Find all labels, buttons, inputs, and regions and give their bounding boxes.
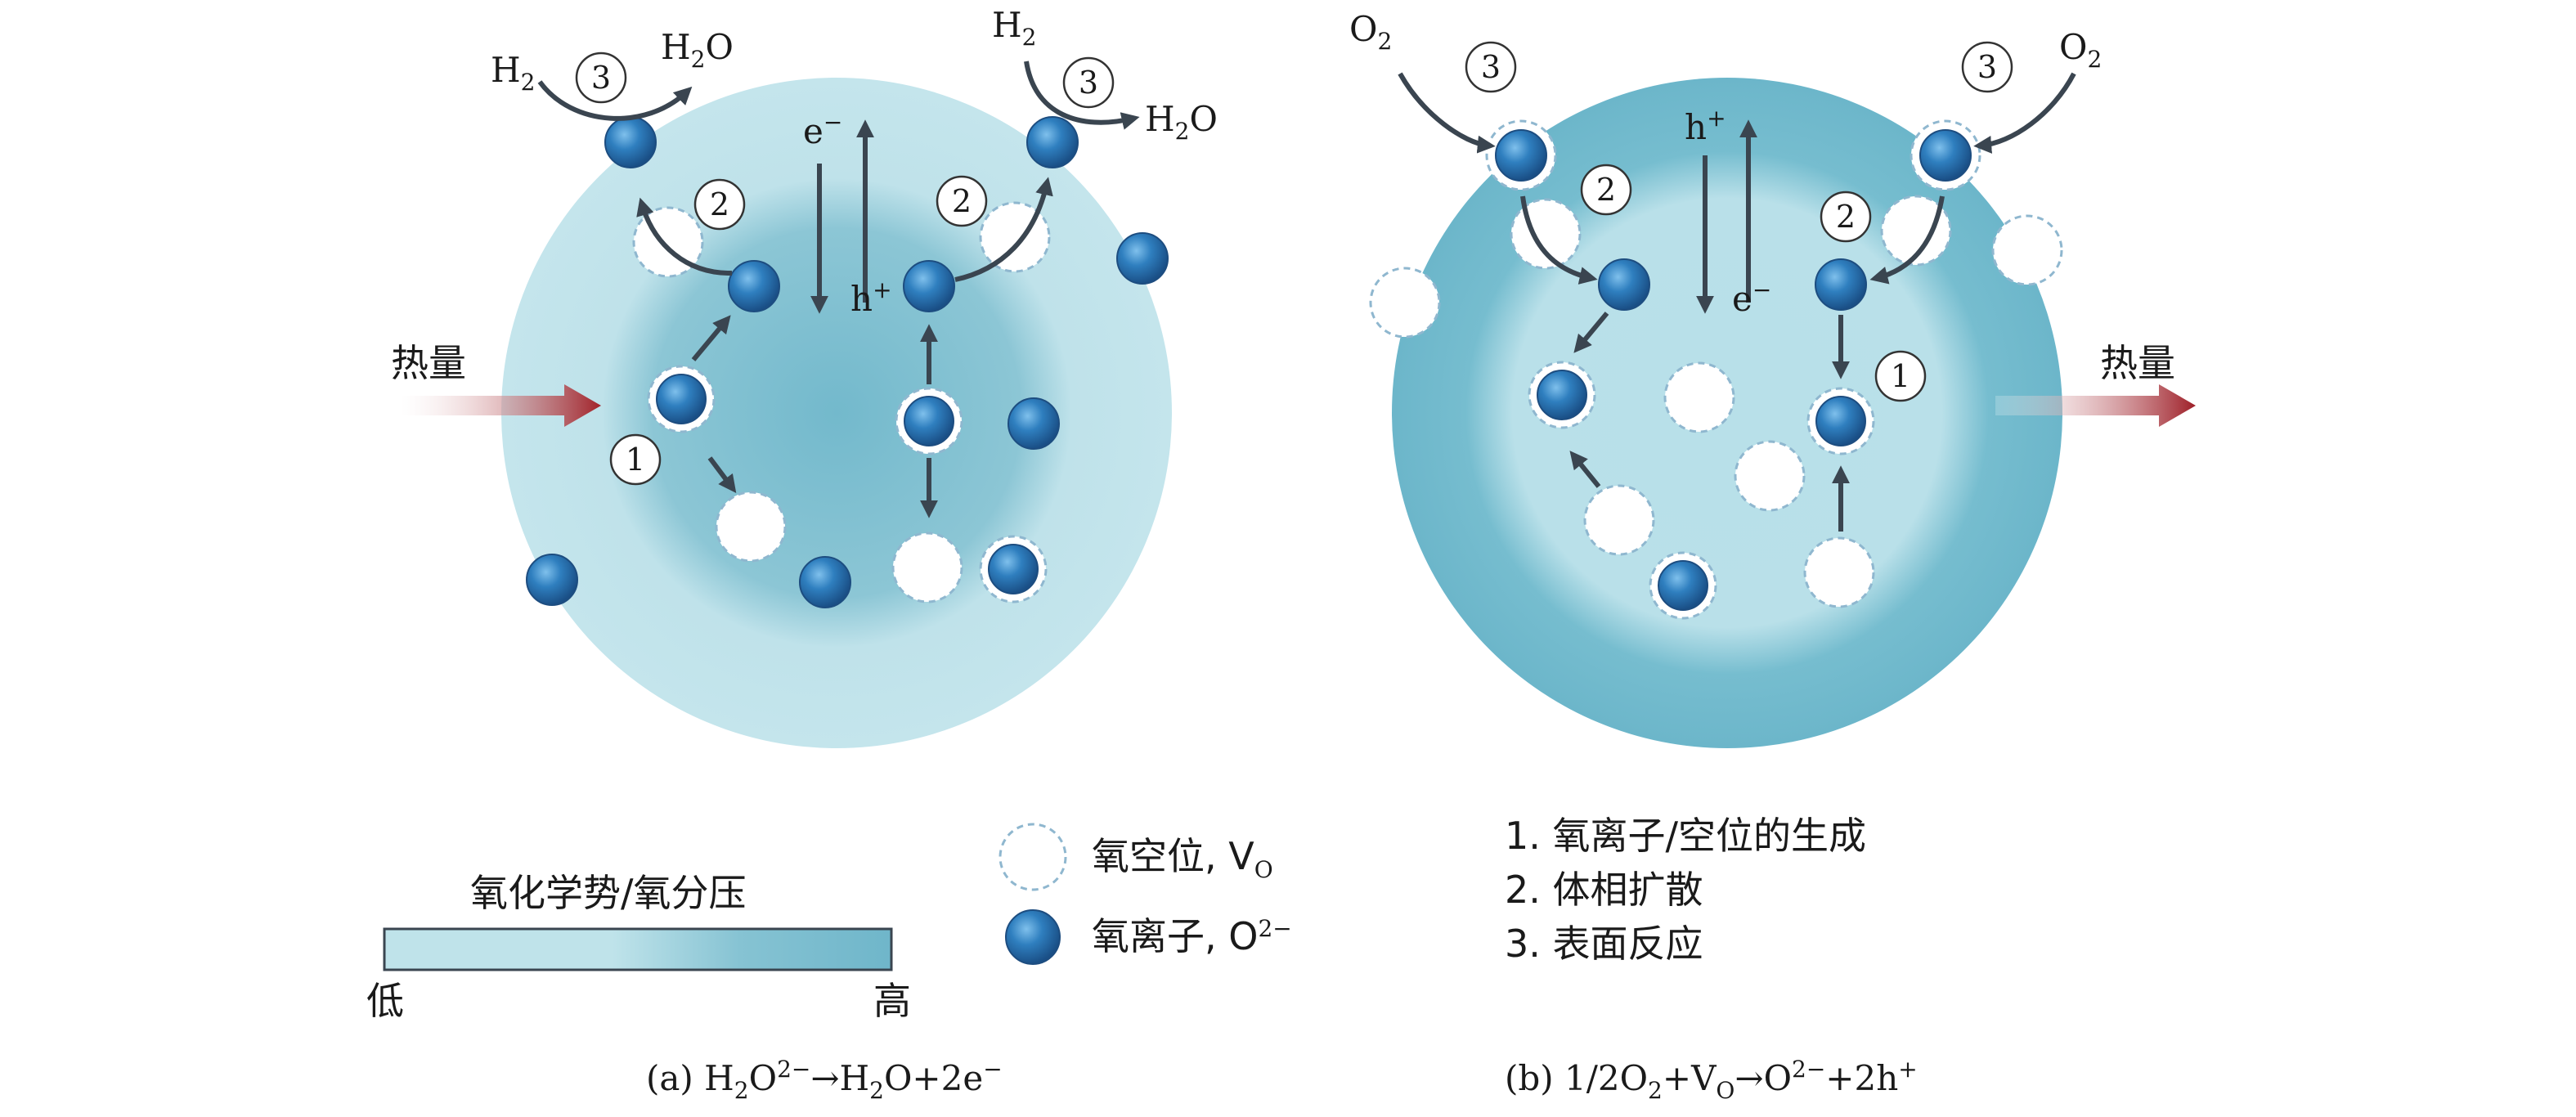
caption-a: (a) H2O2−→H2O+2e− bbox=[646, 1056, 1003, 1104]
panel-a: 热量 bbox=[391, 5, 1218, 1104]
o2-right: O2 bbox=[2059, 27, 2102, 73]
vacancy bbox=[1803, 536, 1875, 608]
vacancy bbox=[1663, 361, 1735, 433]
electron-label-b: e− bbox=[1732, 276, 1771, 319]
oxygen-ion bbox=[1598, 258, 1650, 311]
oxygen-ion bbox=[1116, 232, 1169, 285]
vacancy bbox=[715, 491, 787, 563]
step-list-item-1: 1. 氧离子/空位的生成 bbox=[1505, 814, 1866, 858]
h2-left: H2 bbox=[491, 50, 535, 96]
colorbar-title: 氧化学势/氧分压 bbox=[470, 871, 747, 915]
caption-b: (b) 1/2O2+VO→O2−+2h+ bbox=[1505, 1056, 1918, 1104]
ions-a bbox=[526, 116, 1169, 608]
step-three-label: 3 bbox=[1481, 49, 1501, 85]
h2o-left: H2O bbox=[661, 27, 734, 73]
oxygen-ion bbox=[1658, 560, 1708, 611]
heat-label-a: 热量 bbox=[391, 341, 466, 385]
vacancies-b bbox=[1369, 195, 2063, 608]
oxygen-ion bbox=[988, 544, 1039, 594]
oxygen-ion bbox=[604, 116, 657, 168]
colorbar: 氧化学势/氧分压 低 高 bbox=[366, 871, 911, 1023]
colorbar-gradient bbox=[383, 927, 893, 971]
oxygen-ion bbox=[1815, 258, 1867, 311]
step-markers-b: 3 3 2 2 1 bbox=[1465, 41, 2013, 402]
hole-label-a: h+ bbox=[850, 276, 892, 319]
panel-b: 热量 bbox=[1349, 9, 2196, 1104]
legend-vacancy-label: 氧空位, VO bbox=[1092, 834, 1273, 883]
step-three-label: 3 bbox=[591, 60, 611, 96]
heat-arrow-out bbox=[1995, 384, 2196, 427]
step-list-item-2: 2. 体相扩散 bbox=[1505, 868, 1703, 912]
oxygen-ion bbox=[904, 396, 954, 446]
oxygen-ion bbox=[526, 554, 578, 606]
oxygen-ion bbox=[1537, 370, 1587, 420]
oxygen-ion bbox=[656, 374, 707, 424]
legend-ion-label: 氧离子, O2− bbox=[1092, 914, 1292, 958]
oxygen-ion bbox=[1495, 129, 1547, 182]
oxygen-ion bbox=[728, 260, 780, 312]
oxygen-ion bbox=[1815, 396, 1866, 446]
legend-ion-swatch bbox=[1005, 909, 1061, 965]
oxygen-ion bbox=[1919, 129, 1972, 182]
step-markers-a: 3 2 2 3 1 bbox=[575, 52, 1115, 486]
step-two-label: 2 bbox=[710, 186, 729, 222]
oxygen-ion bbox=[799, 556, 851, 608]
h2-right: H2 bbox=[992, 5, 1036, 51]
legend: 氧空位, VO 氧离子, O2− bbox=[999, 823, 1292, 965]
vacancy bbox=[1880, 195, 1952, 267]
arrows-a bbox=[537, 61, 1140, 518]
step-two-label: 2 bbox=[1596, 172, 1616, 208]
vacancy bbox=[1583, 484, 1655, 556]
oxygen-ion bbox=[1008, 397, 1060, 450]
ions-b bbox=[1485, 119, 1981, 620]
vacancy bbox=[1369, 267, 1441, 339]
step-two-label: 2 bbox=[952, 183, 972, 219]
particle-a bbox=[501, 78, 1172, 748]
heat-label-b: 热量 bbox=[2100, 341, 2175, 385]
step-two-label: 2 bbox=[1836, 199, 1856, 235]
step-list-item-3: 3. 表面反应 bbox=[1505, 922, 1703, 966]
legend-vacancy-swatch bbox=[999, 823, 1067, 891]
step-three-label: 3 bbox=[1977, 49, 1997, 85]
colorbar-high: 高 bbox=[873, 979, 911, 1023]
vacancy bbox=[1991, 214, 2063, 286]
step-one-label: 1 bbox=[1891, 358, 1910, 394]
colorbar-low: 低 bbox=[366, 979, 404, 1023]
vacancy bbox=[1734, 440, 1806, 512]
oxygen-ion bbox=[903, 260, 955, 312]
electron-label-a: e− bbox=[803, 109, 842, 151]
vacancy bbox=[891, 532, 963, 603]
heat-arrow-in bbox=[401, 384, 601, 427]
step-list: 1. 氧离子/空位的生成 2. 体相扩散 3. 表面反应 bbox=[1505, 814, 1866, 966]
o2-left: O2 bbox=[1349, 9, 1392, 55]
arrows-b bbox=[1398, 72, 2076, 532]
oxygen-ion bbox=[1026, 116, 1079, 168]
step-one-label: 1 bbox=[626, 442, 645, 478]
vacancy bbox=[1510, 198, 1582, 270]
h2o-right: H2O bbox=[1145, 99, 1218, 145]
step-three-label: 3 bbox=[1079, 65, 1098, 101]
hole-label-b: h+ bbox=[1685, 105, 1726, 147]
